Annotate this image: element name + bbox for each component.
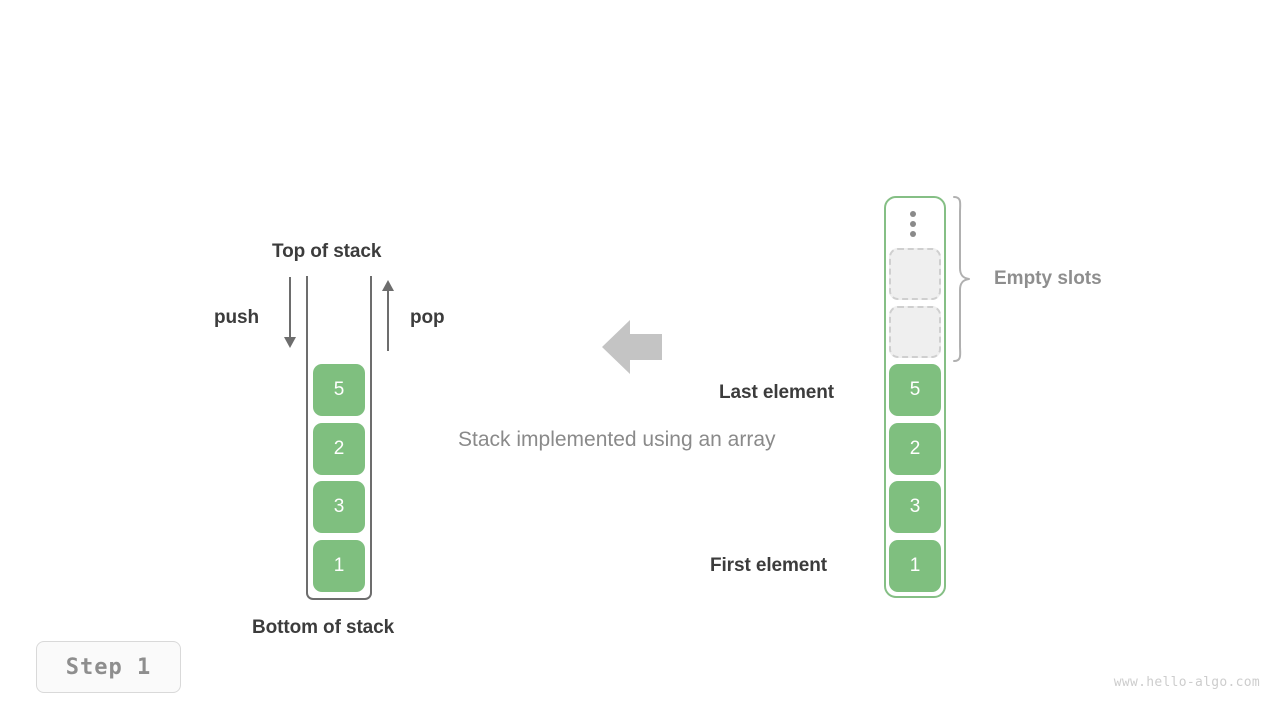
array-element-3: 1: [889, 540, 941, 592]
empty-slot-1: [889, 306, 941, 358]
pop-arrow-shaft: [387, 291, 389, 351]
left-pointing-arrow-icon: [602, 318, 664, 381]
vertical-ellipsis-icon: [910, 211, 918, 237]
empty-slots-brace: [950, 194, 974, 369]
pop-label: pop: [410, 307, 445, 328]
top-of-stack-label: Top of stack: [272, 241, 382, 262]
push-arrow-head-icon: [284, 337, 296, 348]
stack-element-3: 1: [313, 540, 365, 592]
array-element-2: 3: [889, 481, 941, 533]
empty-slot-0: [889, 248, 941, 300]
array-element-1: 2: [889, 423, 941, 475]
first-element-label: First element: [710, 555, 827, 576]
stack-element-2: 3: [313, 481, 365, 533]
bottom-of-stack-label: Bottom of stack: [252, 617, 395, 638]
push-arrow-shaft: [289, 277, 291, 339]
push-label: push: [214, 307, 259, 328]
stack-element-0: 5: [313, 364, 365, 416]
last-element-label: Last element: [719, 382, 834, 403]
stack-element-1: 2: [313, 423, 365, 475]
empty-slots-label: Empty slots: [994, 268, 1102, 289]
pop-arrow-head-icon: [382, 280, 394, 291]
watermark: www.hello-algo.com: [1113, 675, 1260, 690]
step-badge: Step 1: [36, 641, 181, 693]
array-element-0: 5: [889, 364, 941, 416]
stack-container: [306, 276, 372, 600]
figure-caption: Stack implemented using an array: [458, 428, 776, 451]
